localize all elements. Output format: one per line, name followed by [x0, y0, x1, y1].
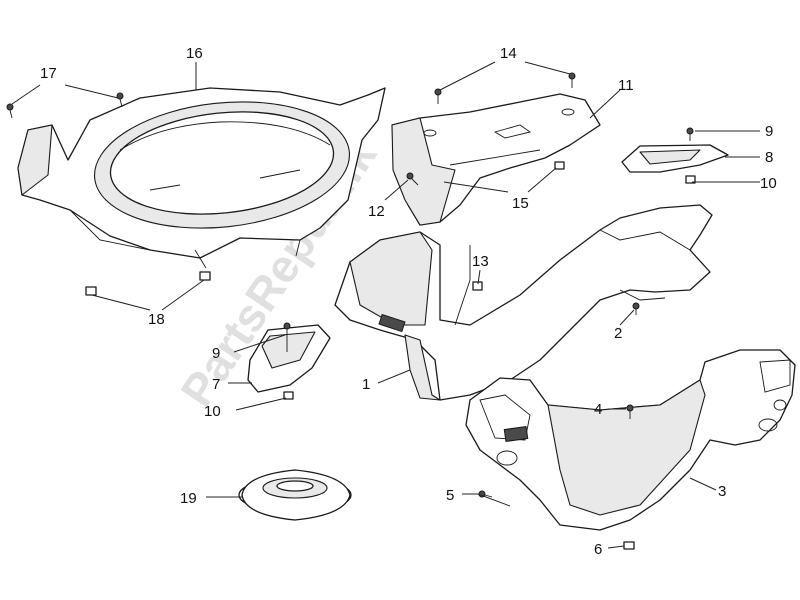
callout-17: 17: [40, 65, 57, 82]
callout-2: 2: [614, 325, 622, 342]
fasteners: [6, 72, 696, 550]
callout-14: 14: [500, 45, 517, 62]
part-8-housing: [621, 144, 729, 173]
screw-12: [406, 172, 419, 186]
callout-11: 11: [618, 77, 634, 94]
leader-13: [477, 269, 481, 285]
leader-2: [619, 309, 635, 326]
screw-9a: [686, 127, 694, 141]
screw-9b: [283, 322, 291, 352]
leader-5: [462, 493, 511, 507]
part-16-ring-cover: [17, 87, 386, 269]
clip-10b: [283, 391, 294, 400]
callout-15: 15: [512, 195, 529, 212]
callout-9b: 9: [212, 345, 220, 362]
callout-4: 4: [594, 401, 602, 418]
leader-lines: [11, 61, 760, 549]
screw-14b: [568, 72, 576, 88]
leader-10b: [235, 397, 287, 411]
callout-3: 3: [718, 483, 726, 500]
callout-6: 6: [594, 541, 602, 558]
clip-6: [623, 541, 635, 550]
callout-8: 8: [765, 149, 773, 166]
leader-17a: [11, 84, 41, 105]
screw-14a: [434, 88, 442, 104]
clip-15: [554, 161, 565, 170]
leader-15a: [443, 181, 509, 193]
clip-18a: [85, 286, 97, 296]
screw-2: [632, 302, 640, 315]
callout-5: 5: [446, 487, 454, 504]
clip-18b: [199, 271, 211, 281]
part-1-dashboard-cover: [334, 204, 713, 401]
callout-13: 13: [472, 253, 489, 270]
clip-13: [472, 281, 483, 291]
leader-14a: [439, 61, 496, 91]
callout-10b: 10: [204, 403, 221, 420]
leader-15b: [527, 167, 557, 193]
leader-1: [377, 369, 411, 384]
part-11-upper-cover: [391, 93, 601, 226]
leader-9b: [233, 334, 286, 353]
callout-numbers: 17 16 14 11 9 8 10 12 15 13 18 2 9 7 10 …: [40, 45, 777, 558]
screw-17b: [116, 92, 124, 108]
screw-17a: [6, 103, 14, 119]
callout-12: 12: [368, 203, 385, 220]
screw-4: [626, 404, 634, 419]
part-19-round-cap: [238, 469, 352, 521]
clip-10a: [685, 175, 696, 184]
leader-14b: [524, 61, 571, 75]
leader-18b: [161, 279, 205, 311]
leader-18a: [91, 294, 151, 311]
leader-11: [589, 89, 621, 119]
leader-17b: [64, 84, 119, 99]
callout-9a: 9: [765, 123, 773, 140]
callout-7: 7: [212, 376, 220, 393]
screw-5: [478, 490, 493, 498]
part-3-lower-cover: [465, 349, 796, 531]
leader-12: [384, 179, 409, 201]
leader-6: [607, 545, 625, 549]
callout-1: 1: [362, 376, 370, 393]
leader-3: [689, 477, 717, 491]
callout-16: 16: [186, 45, 203, 62]
callout-19: 19: [180, 490, 197, 507]
callout-10a: 10: [760, 175, 777, 192]
callout-18: 18: [148, 311, 165, 328]
